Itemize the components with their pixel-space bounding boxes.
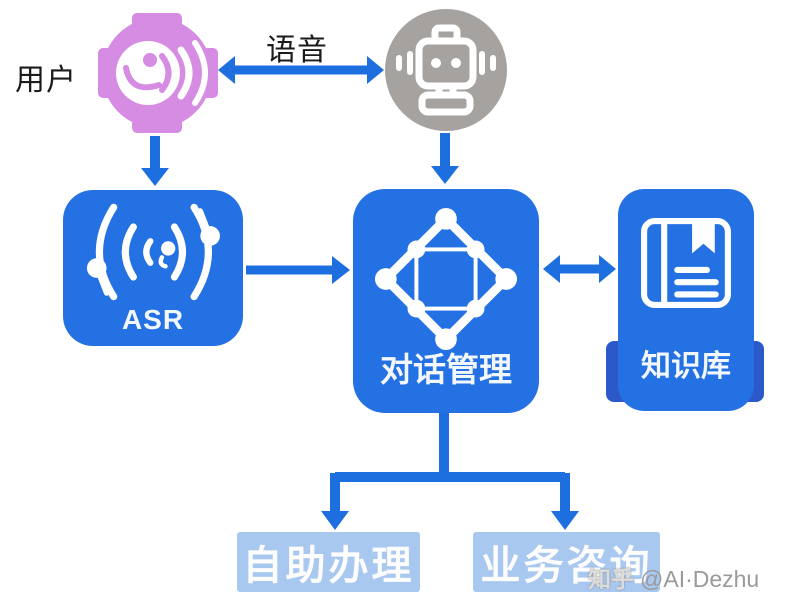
dialog-manager-label: 对话管理 [380,351,512,388]
edge-assistant-dialog [431,133,459,184]
self-service-label: 自助办理 [242,544,415,588]
watermark: 知乎@AI·Dezhu [588,560,759,594]
edge-dialog-leaves [321,410,579,530]
robot-icon [385,9,507,131]
voice-chat-face-icon [98,13,218,133]
node-dialog-manager: 对话管理 [353,189,539,413]
watermark-author: @AI·Dezhu [640,566,760,592]
user-label: 用户 [15,64,77,97]
node-knowledge-base: 知识库 [618,189,754,411]
edge-user-assistant [218,56,384,84]
edge-user-asr [141,136,169,186]
sound-waves-icon [86,203,220,301]
node-self-service: 自助办理 [237,532,420,592]
assistant-avatar [384,8,508,132]
voice-edge-label: 语音 [266,34,328,67]
asr-label: ASR [121,304,185,335]
knowledge-base-label: 知识库 [641,350,731,383]
notebook-bookmark-icon [641,218,731,308]
watermark-brand: 知乎 [588,566,634,592]
diamond-network-icon [374,207,518,351]
edge-dialog-kb [543,255,616,283]
node-asr: ASR [63,190,243,346]
edge-asr-dialog [246,256,350,284]
node-business-consult: 业务咨询 [473,532,660,592]
business-consult-label: 业务咨询 [480,544,653,588]
user-avatar [95,10,221,136]
